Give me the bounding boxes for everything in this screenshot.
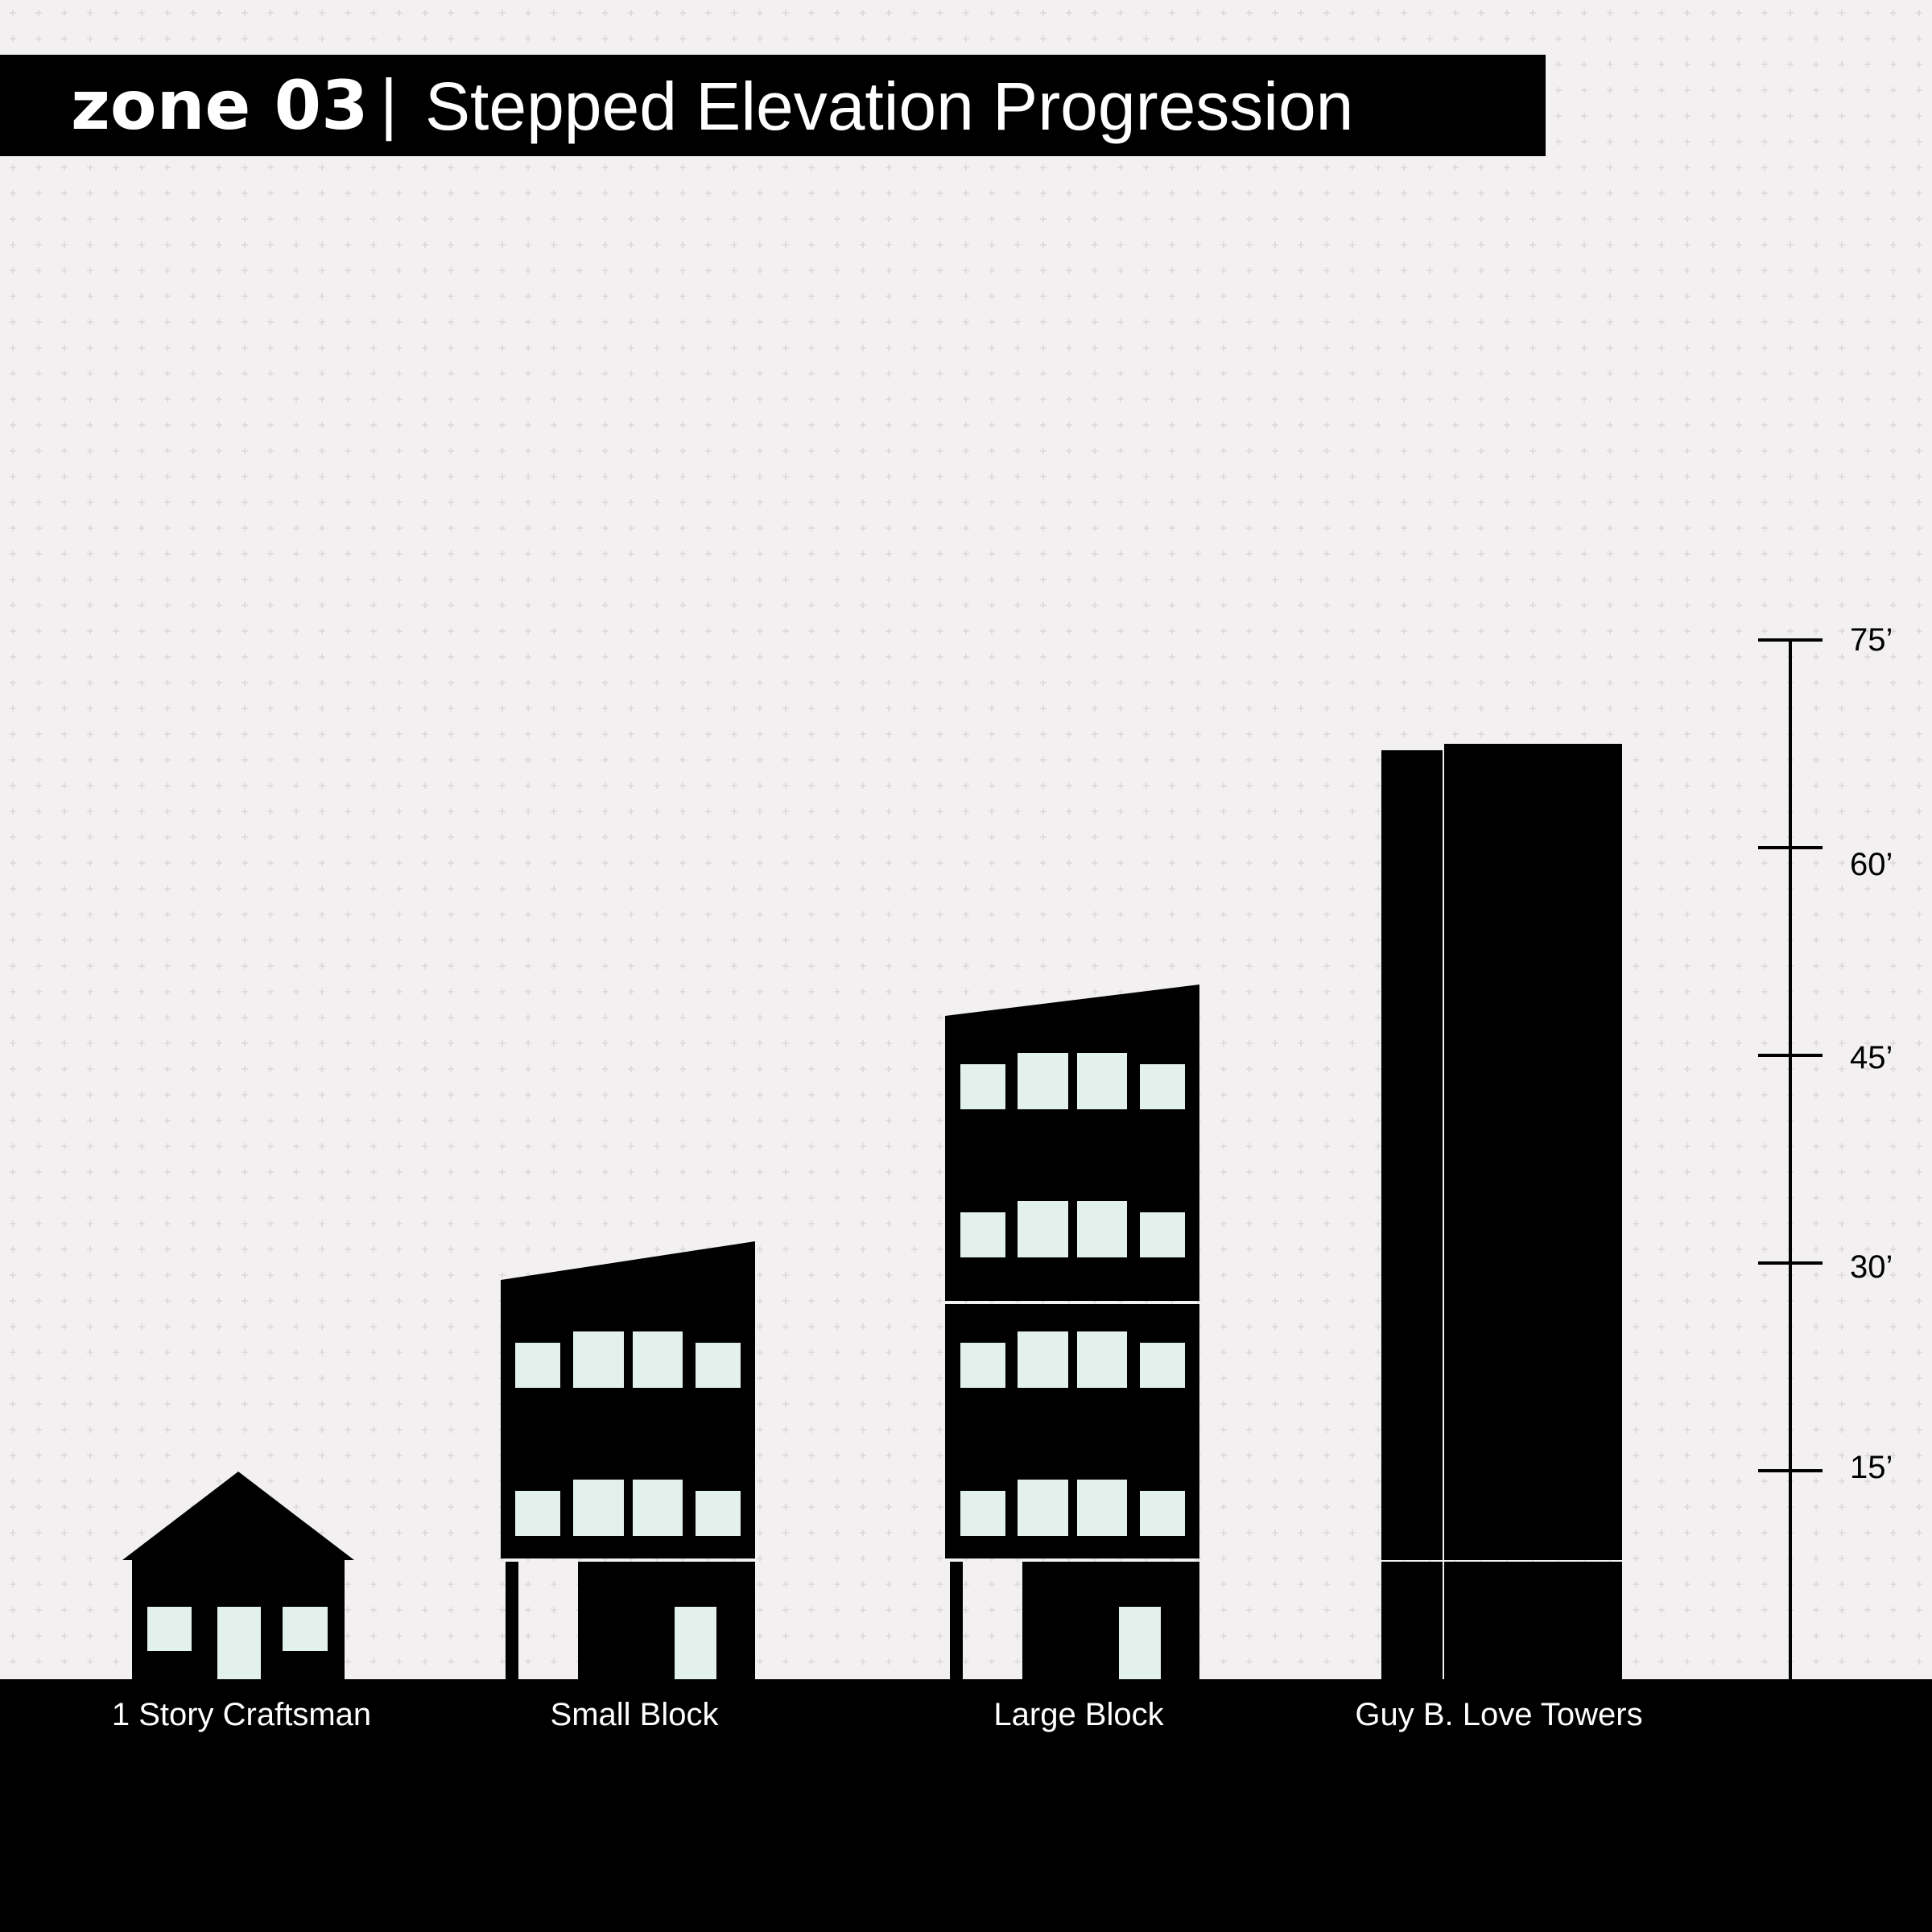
window (633, 1331, 683, 1388)
tower-base-wide (1444, 1562, 1622, 1679)
scale-label-15: 15’ (1850, 1450, 1893, 1485)
window (573, 1480, 624, 1536)
window (1140, 1064, 1185, 1109)
window (1140, 1343, 1185, 1388)
window (515, 1491, 560, 1536)
building-large-block (945, 985, 1199, 1679)
window (1018, 1331, 1068, 1388)
window (1077, 1201, 1127, 1257)
window-row (515, 1480, 741, 1536)
tower-wide (1444, 744, 1622, 1560)
page-title: Stepped Elevation Progression (425, 68, 1354, 144)
label-craftsman: 1 Story Craftsman (111, 1697, 372, 1732)
window (1077, 1053, 1127, 1109)
title-bar: zone 03 | Stepped Elevation Progression (0, 55, 1546, 156)
window (147, 1607, 192, 1651)
scale-label-30: 30’ (1850, 1249, 1893, 1285)
label-large-block: Large Block (993, 1697, 1164, 1732)
scale-label-75: 75’ (1850, 622, 1893, 658)
small-block-pilotis-column (506, 1562, 518, 1679)
title-separator: | (380, 65, 398, 141)
window (1077, 1331, 1127, 1388)
window (573, 1331, 624, 1388)
craftsman-roof (122, 1472, 354, 1560)
window-row (960, 1480, 1185, 1536)
small-block-ground-floor (578, 1562, 755, 1679)
window (633, 1480, 683, 1536)
craftsman-door (217, 1607, 261, 1679)
small-block-upper (501, 1241, 755, 1558)
window (1018, 1053, 1068, 1109)
window-row (960, 1331, 1185, 1388)
tower-narrow (1381, 750, 1443, 1560)
scale-label-60: 60’ (1850, 847, 1893, 882)
window-row (515, 1331, 741, 1388)
window (696, 1491, 741, 1536)
window (960, 1343, 1005, 1388)
large-block-upper (945, 985, 1199, 1301)
window-row (960, 1201, 1185, 1257)
window (1018, 1480, 1068, 1536)
window (960, 1491, 1005, 1536)
window (515, 1343, 560, 1388)
large-block-pilotis-column (950, 1562, 963, 1679)
height-scale (1758, 638, 1823, 1679)
window (696, 1343, 741, 1388)
window (960, 1064, 1005, 1109)
window (1018, 1201, 1068, 1257)
building-towers (1381, 744, 1622, 1679)
label-towers: Guy B. Love Towers (1355, 1697, 1643, 1732)
large-block-ground-floor (1022, 1562, 1199, 1679)
window (283, 1607, 328, 1651)
window (1140, 1212, 1185, 1257)
tower-base-narrow (1381, 1562, 1443, 1679)
window (960, 1212, 1005, 1257)
small-block-door (675, 1607, 716, 1679)
title-zone: zone 03 (71, 66, 369, 145)
ground-band (0, 1679, 1932, 1932)
window (1077, 1480, 1127, 1536)
window-row (960, 1053, 1185, 1109)
building-small-block (501, 1241, 755, 1679)
large-block-door (1119, 1607, 1161, 1679)
building-craftsman (122, 1472, 354, 1679)
scale-label-45: 45’ (1850, 1040, 1893, 1075)
window (1140, 1491, 1185, 1536)
label-small-block: Small Block (550, 1697, 719, 1732)
